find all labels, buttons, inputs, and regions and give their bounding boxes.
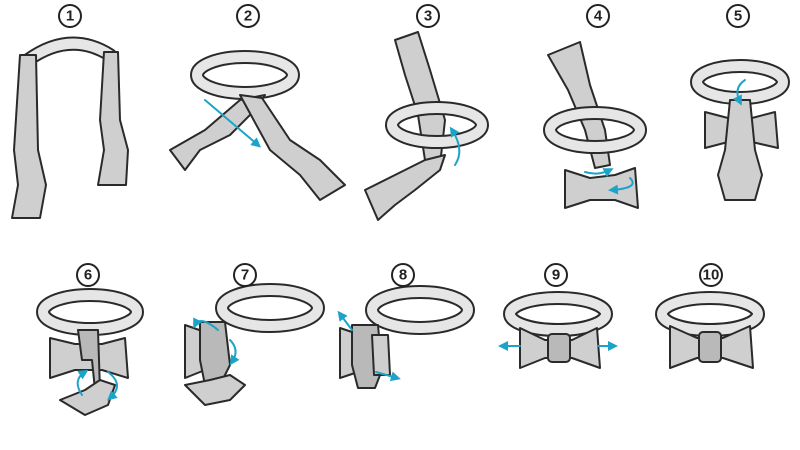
step-2-illustration [169,50,346,201]
step-6-number: 6 [76,263,100,287]
step-1-number: 1 [58,4,82,28]
step-3-label: 3 [424,8,432,25]
step-5-number: 5 [726,4,750,28]
step-1-label: 1 [66,8,74,25]
step-8-number: 8 [391,263,415,287]
step-7-illustration [184,283,325,406]
step-8-illustration [337,285,475,389]
step-9-label: 9 [552,267,560,284]
step-10-number: 10 [699,263,723,287]
step-5-illustration [690,59,790,201]
step-9-illustration [498,291,618,369]
step-7-label: 7 [241,267,249,284]
step-1-illustration [11,36,129,219]
step-4-illustration [543,41,647,209]
step-10-illustration [655,291,765,369]
step-5-label: 5 [734,8,742,25]
step-7-number: 7 [233,263,257,287]
step-8-label: 8 [399,267,407,284]
step-10-label: 10 [703,267,720,284]
step-6-label: 6 [84,267,92,284]
step-4-number: 4 [586,4,610,28]
step-3-number: 3 [416,4,440,28]
step-6-illustration [36,288,144,416]
step-9-number: 9 [544,263,568,287]
step-2-number: 2 [236,4,260,28]
step-4-label: 4 [594,8,603,25]
step-3-illustration [364,31,489,221]
step-2-label: 2 [244,8,252,25]
